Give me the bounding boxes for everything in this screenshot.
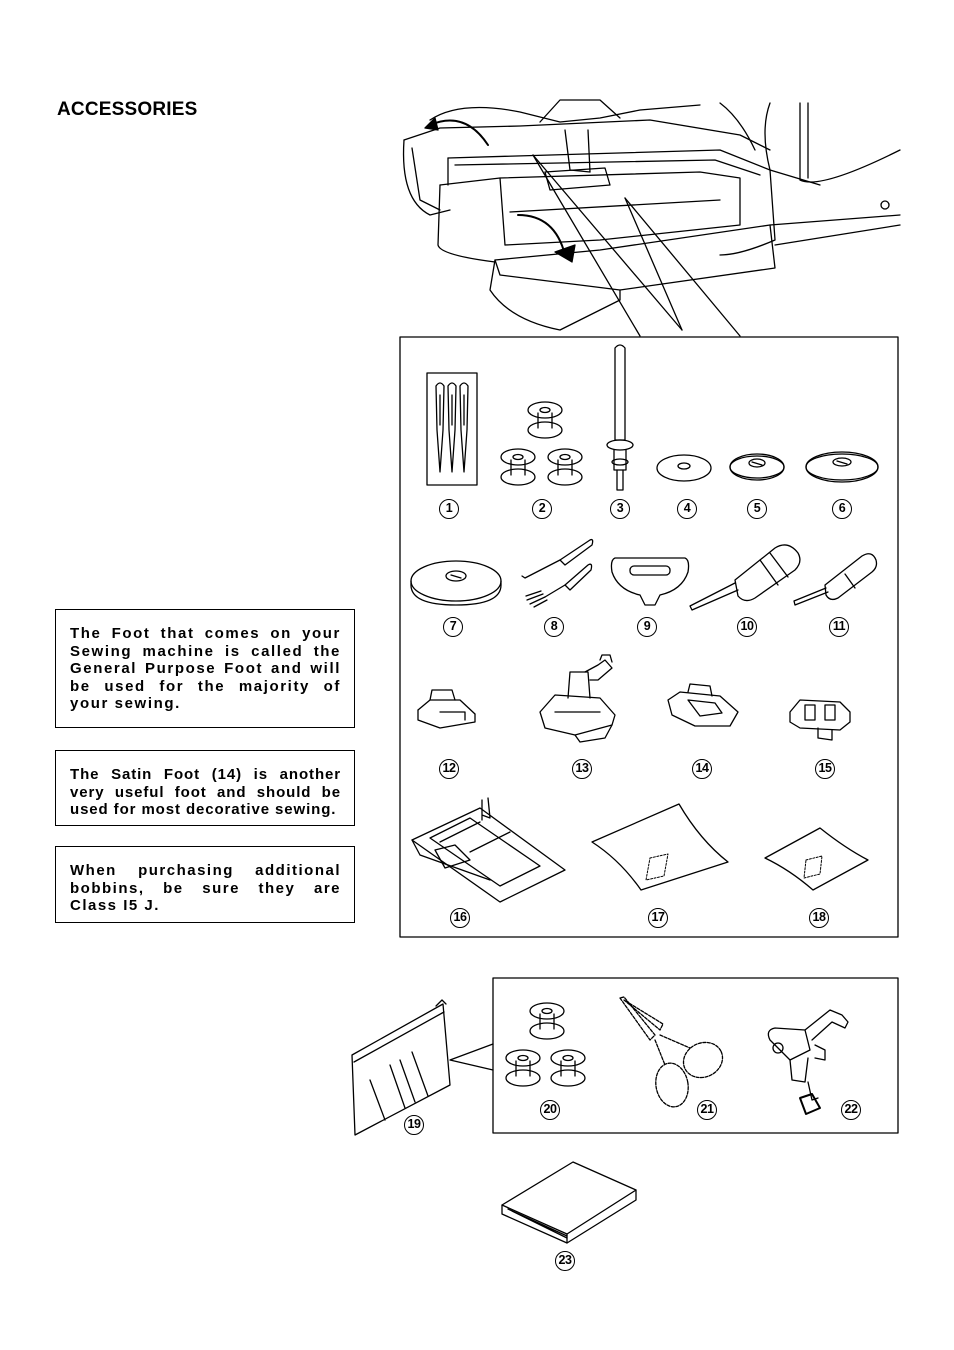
bag-contents-frame [492,977,899,1134]
callout-17: 17 [648,908,668,928]
callout-1: 1 [439,499,459,519]
darning-foot-icon [767,1009,849,1115]
callout-8: 8 [544,617,564,637]
fabric-sample-small-icon [764,827,869,891]
callout-10: 10 [737,617,757,637]
callout-2: 2 [532,499,552,519]
screwdriver-large-icon [689,544,801,611]
callout-18: 18 [809,908,829,928]
callout-15: 15 [815,759,835,779]
spool-cap-medium-icon [805,451,879,483]
callout-13: 13 [572,759,592,779]
spool-cap-small-icon [729,453,785,481]
callout-12: 12 [439,759,459,779]
note-bobbins-class: When purchasing additional bobbins, be s… [55,846,355,923]
shim-plate-icon [610,557,690,606]
general-purpose-foot-icon [539,654,616,743]
seam-ripper-brush-icon [521,538,594,608]
callout-7: 7 [443,617,463,637]
manual-book-icon [501,1161,637,1244]
callout-5: 5 [747,499,767,519]
felt-disc-icon [656,454,712,482]
bobbins-icon [505,1002,586,1087]
sewing-machine-icon [402,99,901,337]
page-title: ACCESSORIES [57,99,198,120]
callout-20: 20 [540,1100,560,1120]
note-general-purpose-foot: The Foot that comes on your Sewing machi… [55,609,355,728]
callout-14: 14 [692,759,712,779]
screwdriver-small-icon [793,553,878,606]
fabric-sample-large-icon [591,803,729,891]
callout-16: 16 [450,908,470,928]
spool-cap-large-icon [410,560,502,606]
accessory-bag-icon [351,999,494,1136]
accessory-box-frame [399,336,899,938]
callout-19: 19 [404,1115,424,1135]
button-sewing-foot-icon [789,699,851,741]
callout-22: 22 [841,1100,861,1120]
note-satin-foot: The Satin Foot (14) is another very usef… [55,750,355,826]
needles-icon [426,372,478,486]
callout-6: 6 [832,499,852,519]
scissors-icon [619,996,724,1108]
callout-4: 4 [677,499,697,519]
callout-23: 23 [555,1251,575,1271]
callout-21: 21 [697,1100,717,1120]
satin-foot-icon [667,683,739,727]
callout-11: 11 [829,617,849,637]
spool-pin-icon [606,344,634,491]
zipper-foot-icon [417,689,476,729]
callout-9: 9 [637,617,657,637]
bobbins-icon [500,401,583,486]
callout-3: 3 [610,499,630,519]
buttonhole-foot-icon [411,797,566,903]
